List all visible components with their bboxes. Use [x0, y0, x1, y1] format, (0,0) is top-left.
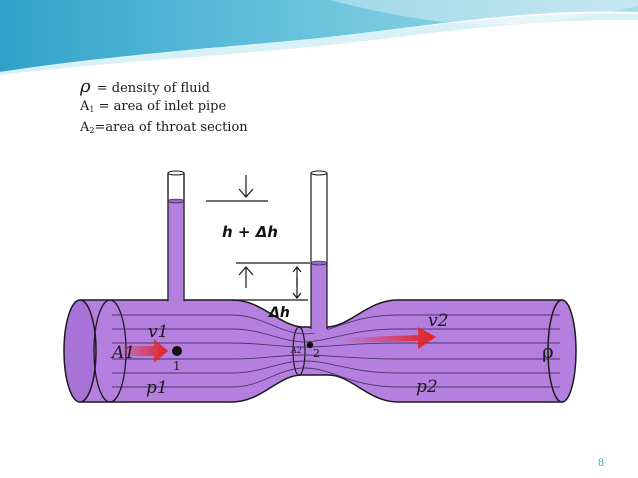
a1-definition: = area of inlet pipe — [94, 99, 227, 114]
label-A1: A1 — [110, 343, 135, 363]
streamline-3 — [112, 342, 560, 348]
label-p1: p1 — [146, 378, 168, 398]
label-point-1: 1 — [173, 359, 181, 373]
legend-rho: ρ = density of fluid — [80, 78, 248, 98]
inlet-ellipse — [63, 299, 97, 403]
a1-subscript: 1 — [89, 105, 95, 114]
small-arrow-down-icon — [292, 278, 302, 299]
rho-definition: = density of fluid — [92, 81, 210, 96]
tube-1-meniscus — [167, 198, 185, 204]
legend-a1: A1 = area of inlet pipe — [80, 98, 248, 119]
a2-definition: =area of throat section — [94, 120, 248, 135]
definitions-legend: ρ = density of fluid A1 = area of inlet … — [80, 78, 248, 140]
streamline-2 — [112, 328, 560, 343]
point-1-marker — [172, 346, 182, 356]
streamline-4 — [112, 354, 560, 360]
label-v2: v2 — [428, 311, 448, 331]
streamline-5 — [112, 360, 560, 374]
streamlines — [112, 314, 560, 388]
label-p2: p2 — [416, 377, 438, 397]
tube-1-fluid — [168, 201, 184, 303]
legend-a2: A2=area of throat section — [80, 119, 248, 140]
tube-2-fluid — [311, 263, 327, 333]
label-dh: Δh — [268, 305, 290, 321]
flow-arrow-inlet-icon — [122, 339, 168, 363]
dimension-markers — [206, 175, 310, 301]
outlet-ellipse — [547, 299, 577, 403]
a1-letter: A — [80, 99, 90, 114]
streamline-6 — [112, 367, 560, 388]
label-A2: A2 — [290, 346, 302, 355]
flow-arrow-outlet-icon — [340, 327, 436, 349]
rho-symbol: ρ — [80, 76, 91, 97]
label-h-plus-dh: h + Δh — [222, 223, 278, 241]
slide-number: 8 — [598, 455, 604, 469]
venturi-meter-diagram: h + Δh Δh v1 v2 A1 A2 p1 p2 1 2 ρ — [63, 170, 577, 403]
tube-1-top — [167, 170, 185, 176]
streamline-1 — [112, 314, 560, 335]
point-2-marker — [306, 341, 314, 349]
a2-letter: A — [80, 120, 90, 135]
label-rho: ρ — [542, 339, 554, 363]
label-v1: v1 — [148, 322, 168, 342]
tube-2-meniscus — [310, 260, 328, 266]
header-wave-decoration — [0, 0, 638, 75]
tube-2-top — [310, 170, 328, 176]
throat-section-ring — [292, 326, 306, 376]
arrow-down-icon — [238, 175, 254, 198]
a2-subscript: 2 — [89, 126, 95, 135]
arrow-up-icon — [238, 266, 254, 288]
label-point-2: 2 — [313, 347, 320, 360]
